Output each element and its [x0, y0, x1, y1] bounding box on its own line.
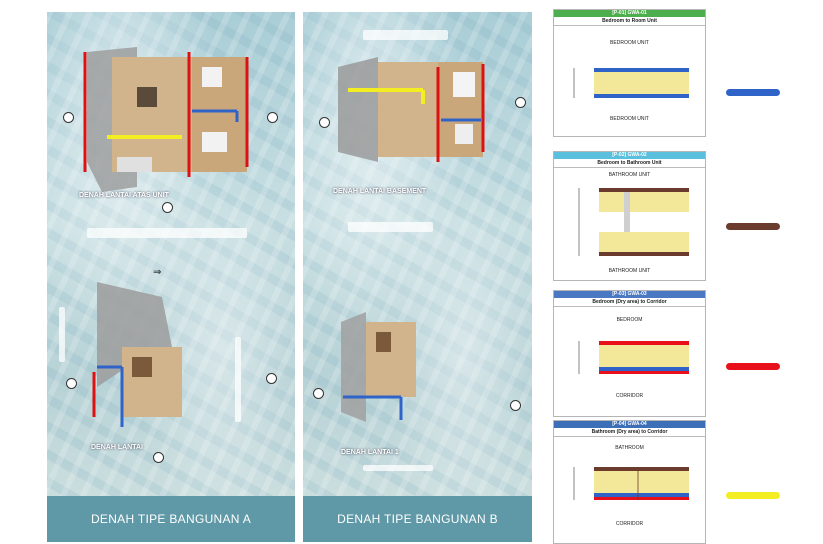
section-marker [153, 452, 164, 463]
dimension-bar [59, 307, 65, 362]
type-a-upper-plan-title: DENAH LANTAI ATAS UNIT [79, 192, 169, 199]
legend-swatch-blue [726, 89, 780, 96]
wall-section-diagram [578, 341, 689, 374]
detail-title: Bedroom (Dry area) to Corridor [554, 298, 705, 307]
section-marker [515, 97, 526, 108]
dimension-bar [235, 337, 241, 422]
detail-top-room: BATHROOM UNIT [608, 172, 651, 178]
type-a-footer: DENAH TIPE BANGUNAN A [47, 496, 295, 542]
type-b-ground-plan-title: DENAH LANTAI 1 [341, 449, 399, 456]
section-marker [319, 117, 330, 128]
section-marker [66, 378, 77, 389]
type-b-upper-plan-title: DENAH LANTAI BASEMENT [333, 188, 427, 195]
wall-detail-p04: [P-04] GWA-04 Bathroom (Dry area) to Cor… [553, 420, 706, 544]
dimension-bar [363, 465, 433, 471]
wall-detail-p02: [P-02] GWA-02 Bedroom to Bathroom Unit B… [553, 151, 706, 281]
type-b-footer: DENAH TIPE BANGUNAN B [303, 496, 532, 542]
north-arrow-icon: ⇒ [153, 267, 162, 278]
detail-title: Bathroom (Dry area) to Corridor [554, 428, 705, 437]
detail-bottom-room: CORRIDOR [615, 393, 644, 399]
detail-code: [P-04] GWA-04 [554, 421, 705, 428]
section-marker [63, 112, 74, 123]
legend-swatch-red [726, 363, 780, 370]
wall-section-diagram [573, 68, 689, 98]
wall-section-diagram [578, 188, 689, 256]
detail-code: [P-03] GWA-03 [554, 291, 705, 298]
dimension-bar [87, 228, 247, 238]
building-type-b-panel: DENAH LANTAI BASEMENT DENAH LANTAI 1 DEN… [303, 12, 532, 542]
detail-top-room: BEDROOM UNIT [610, 40, 649, 46]
type-a-ground-floor-plan [82, 277, 242, 432]
detail-title: Bedroom to Bathroom Unit [554, 159, 705, 168]
detail-bottom-room: BEDROOM UNIT [610, 116, 649, 122]
wall-detail-p03: [P-03] GWA-03 Bedroom (Dry area) to Corr… [553, 290, 706, 417]
section-marker [267, 112, 278, 123]
building-type-a-panel: DENAH LANTAI ATAS UNIT DENAH LANTAI ⇒ DE… [47, 12, 295, 542]
detail-top-room: BEDROOM [616, 317, 643, 323]
detail-title: Bedroom to Room Unit [554, 17, 705, 26]
section-marker [162, 202, 173, 213]
dimension-bar [348, 222, 433, 232]
detail-code: [P-01] GWA-01 [554, 10, 705, 17]
wall-detail-p01: [P-01] GWA-01 Bedroom to Room Unit BEDRO… [553, 9, 706, 137]
legend-swatch-brown [726, 223, 780, 230]
detail-code: [P-02] GWA-02 [554, 152, 705, 159]
section-marker [313, 388, 324, 399]
detail-top-room: BATHROOM [615, 445, 644, 451]
legend-swatch-yellow [726, 492, 780, 499]
type-a-upper-floor-plan [77, 42, 287, 192]
type-b-ground-floor-plan [341, 312, 441, 422]
type-b-upper-floor-plan [333, 52, 493, 167]
detail-bottom-room: BATHROOM UNIT [608, 268, 651, 274]
dimension-bar [363, 30, 448, 40]
section-marker [266, 373, 277, 384]
type-a-ground-plan-title: DENAH LANTAI [91, 444, 143, 451]
detail-bottom-room: CORRIDOR [615, 521, 644, 527]
wall-section-diagram [573, 467, 689, 500]
section-marker [510, 400, 521, 411]
